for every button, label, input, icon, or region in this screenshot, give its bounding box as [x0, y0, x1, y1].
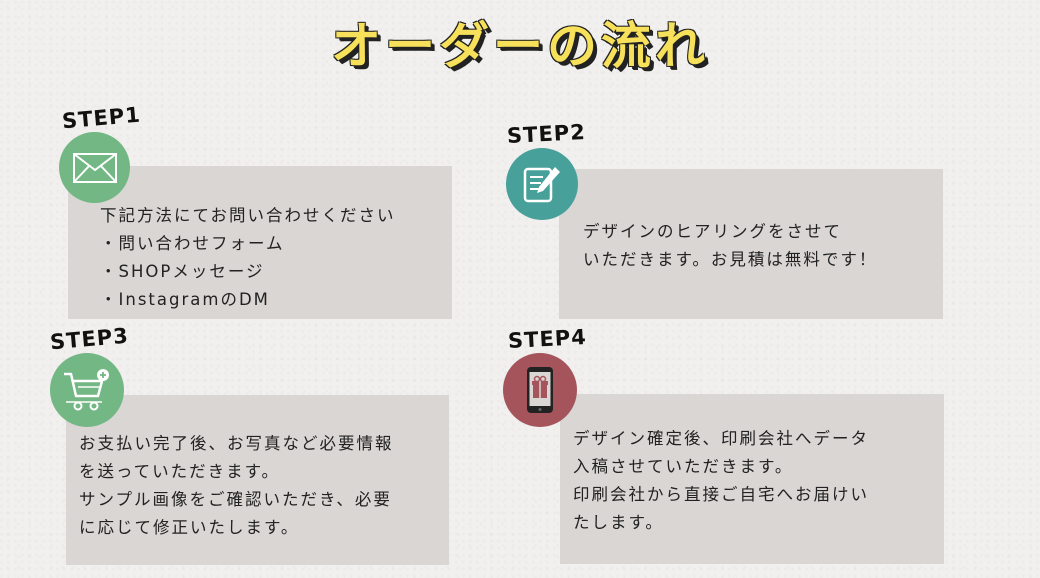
step1-line: 下記方法にてお問い合わせください	[100, 206, 396, 225]
step2-circle	[506, 148, 578, 220]
step3-box	[66, 395, 449, 565]
step2-line: いただきます。お見積は無料です！	[583, 250, 878, 269]
step4-line: 入稿させていただきます。	[573, 457, 794, 476]
step4-line: 印刷会社から直接ご自宅へお届けい	[573, 485, 869, 504]
step1-box	[68, 166, 452, 319]
phone-gift-icon	[527, 367, 553, 413]
step4-label: STEP4	[507, 324, 588, 354]
step4-box	[560, 394, 944, 564]
step4-line: たします。	[573, 513, 664, 532]
page-title: オーダーの流れ	[331, 17, 709, 75]
step2-box	[559, 169, 943, 319]
step4-circle	[503, 353, 577, 427]
step3-line: サンプル画像をご確認いただき、必要	[79, 490, 392, 509]
step1-line: ・問い合わせフォーム	[100, 234, 285, 253]
step4-text: デザイン確定後、印刷会社へデータ 入稿させていただきます。 印刷会社から直接ご自…	[573, 425, 869, 537]
step1-text: 下記方法にてお問い合わせください ・問い合わせフォーム ・SHOPメッセージ ・…	[100, 202, 396, 314]
mail-icon	[72, 152, 117, 183]
notepad-pencil-icon	[523, 167, 560, 203]
shopping-cart-add-icon	[64, 369, 109, 411]
step3-text: お支払い完了後、お写真など必要情報 を送っていただきます。 サンプル画像をご確認…	[79, 430, 394, 542]
step2-label: STEP2	[506, 119, 587, 149]
step3-circle	[50, 353, 124, 427]
step1-circle	[59, 132, 130, 203]
step3-label: STEP3	[49, 323, 130, 355]
step3-line: お支払い完了後、お写真など必要情報	[79, 434, 394, 453]
step1-label: STEP1	[61, 102, 142, 134]
step3-line: を送っていただきます。	[79, 462, 281, 481]
step4-line: デザイン確定後、印刷会社へデータ	[573, 429, 869, 448]
step1-line: ・InstagramのDM	[100, 290, 270, 309]
step2-line: デザインのヒアリングをさせて	[583, 222, 842, 241]
step3-line: に応じて修正いたします。	[79, 518, 300, 537]
step2-text: デザインのヒアリングをさせて いただきます。お見積は無料です！	[583, 218, 877, 274]
step1-line: ・SHOPメッセージ	[100, 262, 265, 281]
